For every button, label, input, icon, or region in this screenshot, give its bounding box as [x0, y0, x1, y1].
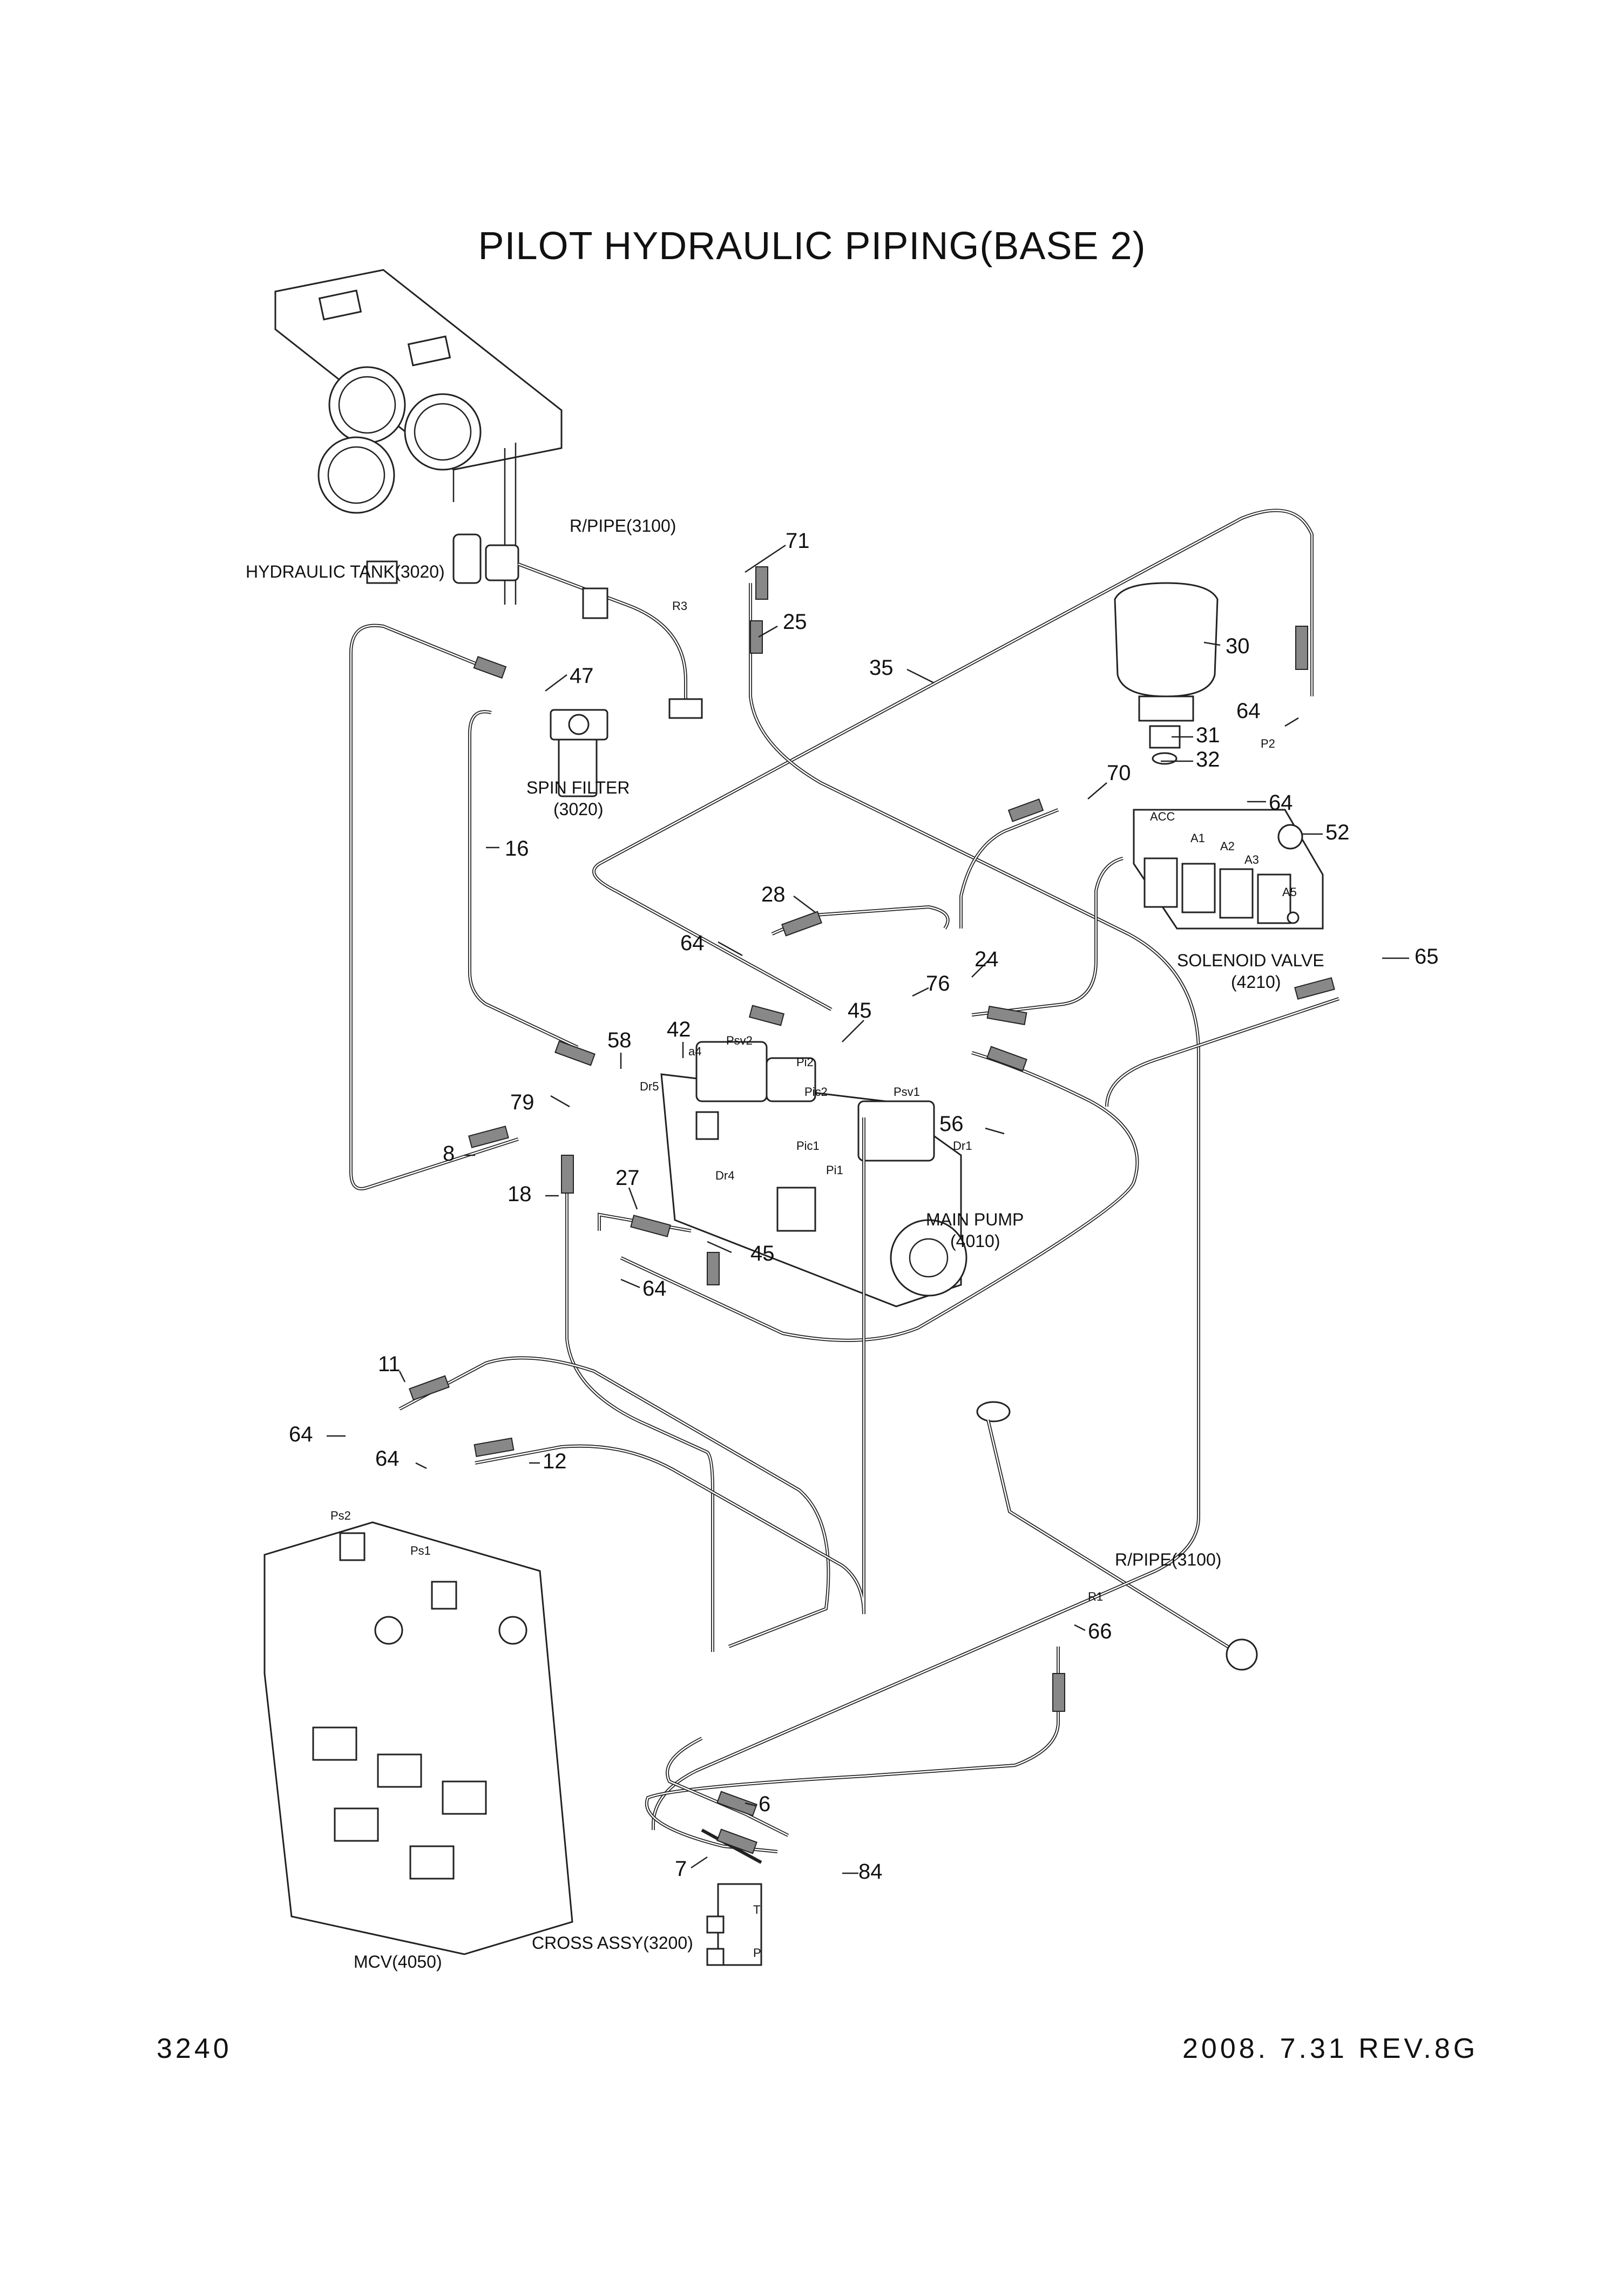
label-solenoid-valve: SOLENOID VALVE — [1177, 951, 1324, 970]
callout-70: 70 — [1107, 761, 1131, 785]
callout-56: 56 — [939, 1112, 964, 1136]
callout-64-mcv-left: 64 — [289, 1422, 313, 1446]
callout-12: 12 — [543, 1449, 567, 1473]
port-t: T — [753, 1903, 760, 1916]
callout-7: 7 — [675, 1857, 687, 1881]
callout-65: 65 — [1415, 945, 1439, 968]
solenoid-valve-drawing — [1133, 809, 1324, 930]
mcv-drawing — [263, 1521, 573, 1955]
callout-16: 16 — [505, 837, 529, 861]
callout-52: 52 — [1325, 821, 1350, 844]
label-hydraulic-tank: HYDRAULIC TANK(3020) — [246, 562, 445, 581]
label-solenoid-valve-code: (4210) — [1231, 972, 1281, 992]
callout-76: 76 — [926, 972, 950, 995]
port-p2: P2 — [1261, 737, 1275, 750]
callout-64-pump-bottom: 64 — [642, 1277, 667, 1300]
callout-8: 8 — [443, 1142, 455, 1166]
callout-64-solenoid-top: 64 — [1236, 699, 1261, 723]
port-dr5: Dr5 — [640, 1080, 659, 1093]
port-psv2: Psv2 — [726, 1034, 753, 1047]
callout-25: 25 — [783, 610, 807, 634]
callout-27: 27 — [615, 1166, 640, 1190]
callout-24: 24 — [975, 947, 999, 971]
label-cross-assy: CROSS ASSY(3200) — [532, 1933, 693, 1953]
port-a5: A5 — [1282, 885, 1297, 899]
return-pipe-top-drawing — [452, 533, 703, 719]
callout-64-solenoid-side: 64 — [1269, 791, 1293, 815]
callout-35: 35 — [869, 656, 894, 680]
callout-30: 30 — [1226, 634, 1250, 658]
callout-11: 11 — [378, 1352, 401, 1376]
port-ps2: Ps2 — [330, 1509, 351, 1522]
port-psv1: Psv1 — [894, 1085, 920, 1099]
cross-assy-drawing — [706, 1883, 762, 1966]
callout-84: 84 — [858, 1860, 883, 1884]
label-spin-filter: SPIN FILTER — [526, 778, 630, 797]
spin-filter-drawing — [550, 709, 608, 797]
hose-lines — [349, 509, 1339, 1864]
port-r3: R3 — [672, 599, 687, 613]
callout-45-top: 45 — [848, 999, 872, 1022]
port-p: P — [753, 1946, 761, 1960]
callout-64-mcv-right: 64 — [375, 1447, 400, 1471]
label-rpipe-bottom: R/PIPE(3100) — [1115, 1550, 1221, 1569]
port-a4: a4 — [688, 1045, 701, 1058]
port-a1: A1 — [1190, 831, 1205, 845]
callout-31: 31 — [1196, 723, 1220, 747]
callout-45-bottom: 45 — [750, 1242, 775, 1265]
port-dr1: Dr1 — [953, 1139, 972, 1153]
callout-18: 18 — [508, 1182, 532, 1206]
fittings — [409, 566, 1335, 1854]
page-number: 3240 — [157, 2033, 232, 2064]
port-r1: R1 — [1088, 1590, 1103, 1603]
callout-32: 32 — [1196, 748, 1220, 771]
callout-6: 6 — [759, 1792, 770, 1816]
return-pipe-bottom-drawing — [976, 1401, 1258, 1671]
port-a3: A3 — [1244, 853, 1259, 866]
accumulator-drawing — [1114, 582, 1219, 765]
page-title: PILOT HYDRAULIC PIPING(BASE 2) — [478, 225, 1146, 268]
label-main-pump: MAIN PUMP — [926, 1210, 1024, 1229]
label-spin-filter-code: (3020) — [553, 800, 604, 819]
label-main-pump-code: (4010) — [950, 1231, 1000, 1251]
label-mcv: MCV(4050) — [354, 1952, 442, 1971]
port-pic1: Pic1 — [796, 1139, 820, 1153]
port-pi2: Pi2 — [796, 1055, 814, 1069]
callout-79: 79 — [510, 1090, 534, 1114]
port-pic2: Pic2 — [804, 1085, 828, 1099]
callout-66: 66 — [1088, 1620, 1112, 1643]
callout-64-pump-top: 64 — [680, 931, 705, 955]
revision-date: 2008. 7.31 REV.8G — [1182, 2033, 1479, 2064]
port-a2: A2 — [1220, 839, 1235, 853]
port-pi1: Pi1 — [826, 1163, 843, 1177]
port-ps1: Ps1 — [410, 1544, 431, 1557]
port-dr4: Dr4 — [715, 1169, 734, 1182]
callout-28: 28 — [761, 883, 786, 906]
callout-71: 71 — [786, 529, 810, 553]
main-pump-drawing — [660, 1041, 967, 1307]
callout-47: 47 — [570, 664, 594, 688]
label-rpipe-top: R/PIPE(3100) — [570, 516, 676, 536]
callout-42: 42 — [667, 1018, 691, 1041]
port-acc: ACC — [1150, 810, 1175, 823]
leader-lines — [327, 544, 1409, 1874]
hydraulic-tank-drawing — [274, 269, 563, 605]
callout-58: 58 — [607, 1028, 632, 1052]
